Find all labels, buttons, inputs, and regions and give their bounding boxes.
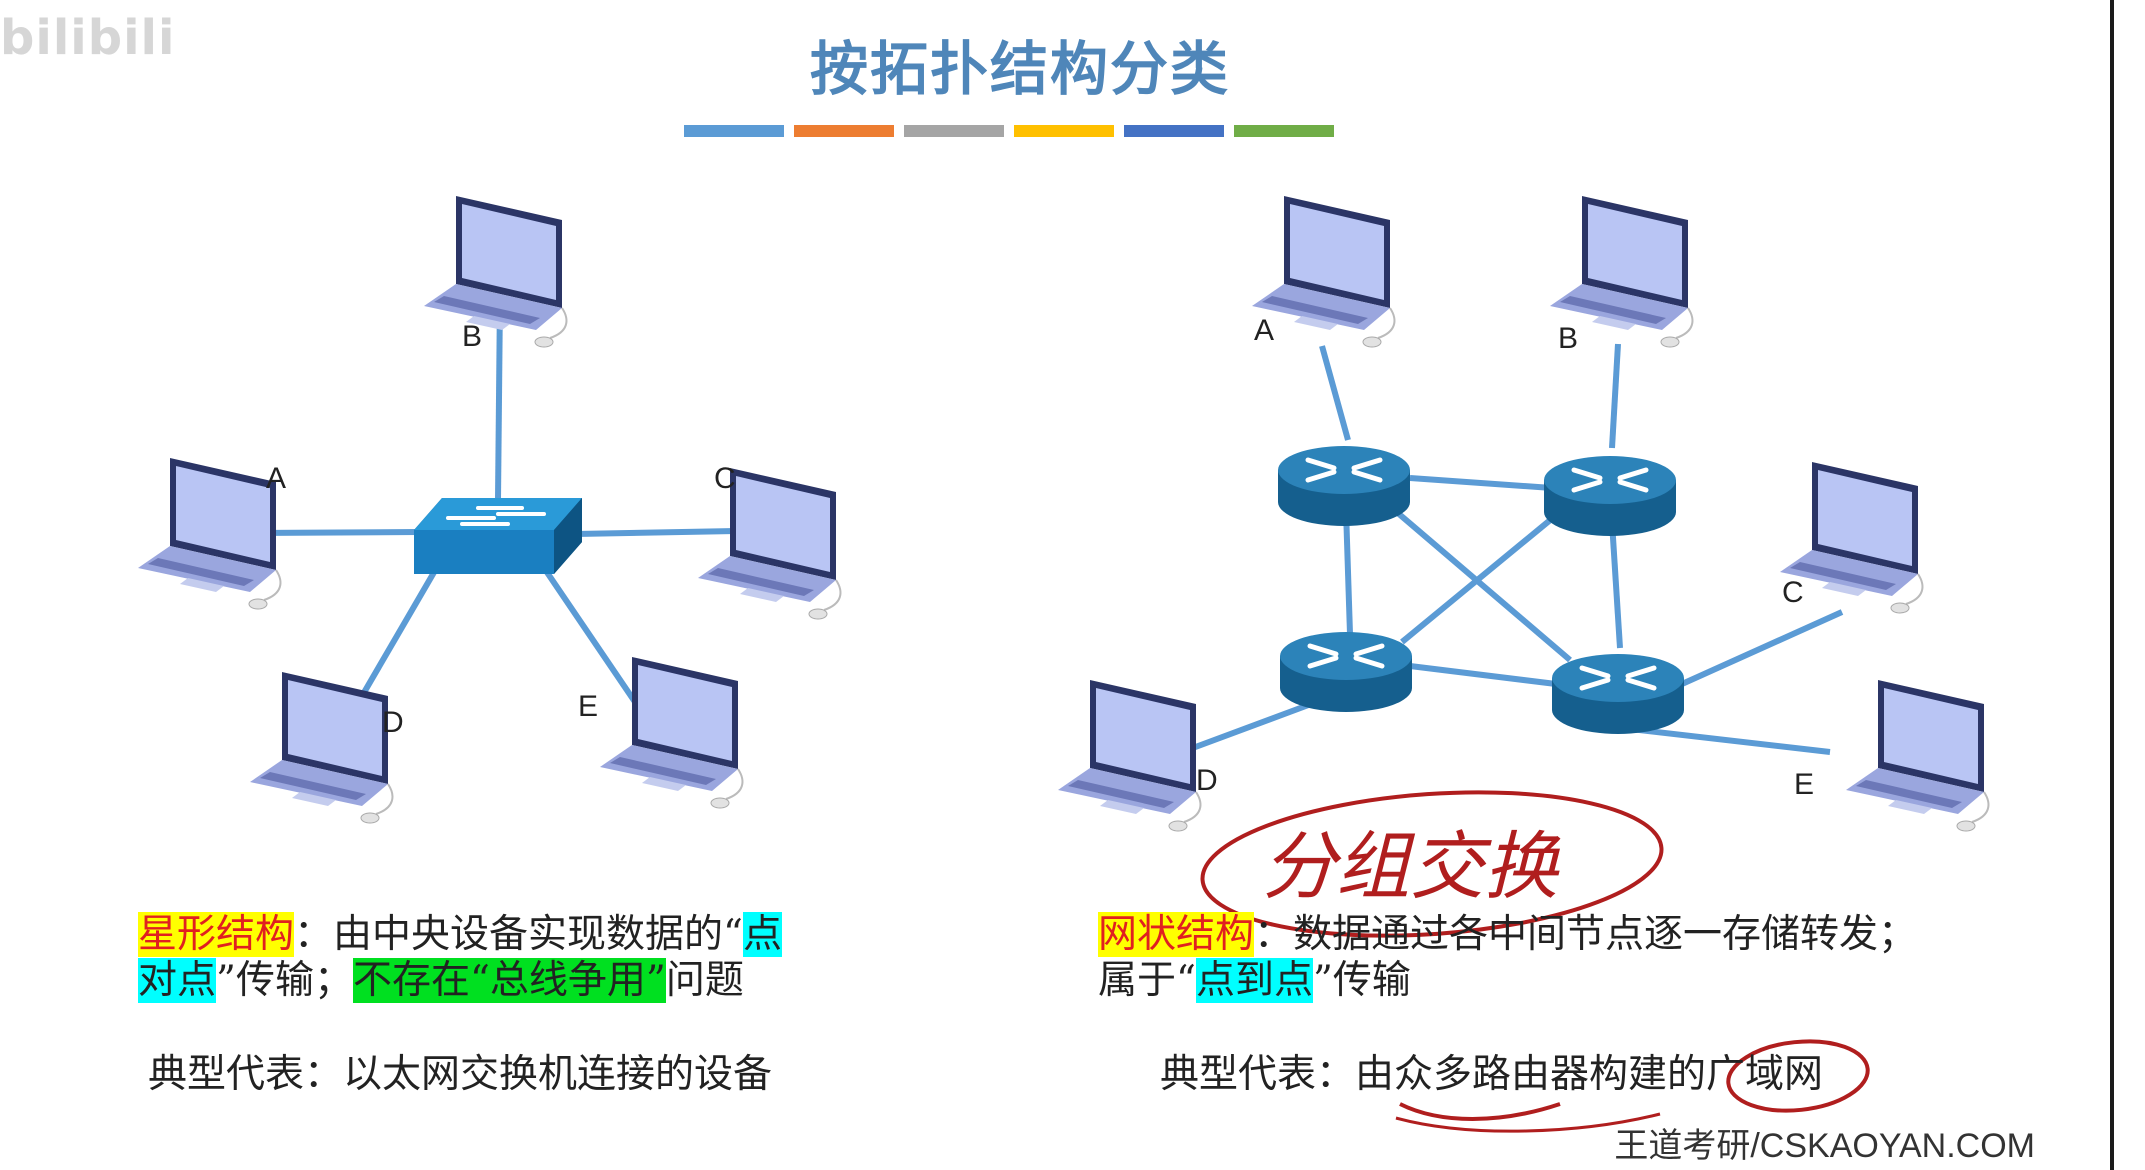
star-label-d: D	[382, 706, 404, 739]
slide-title: 按拓扑结构分类	[809, 35, 1230, 103]
mesh-example: 典型代表：由众多路由器构建的广域网	[1160, 1052, 1824, 1097]
mesh-link-c	[1680, 609, 1844, 687]
mesh-sep: ：	[1254, 912, 1294, 957]
mesh-link-r3-r4	[1409, 663, 1557, 687]
star-hl-no-contention: 不存在“总线争用”	[352, 958, 666, 1003]
underline-routers	[1399, 1102, 1561, 1121]
mesh-link-e	[1621, 725, 1831, 755]
ethernet-switch-icon	[412, 496, 584, 576]
mesh-term: 网状结构	[1098, 912, 1255, 957]
star-description: 星形结构：由中央设备实现数据的“点 对点”传输；不存在“总线争用”问题	[138, 912, 782, 1004]
bilibili-watermark: bilibili	[0, 10, 176, 66]
laptop-b-icon	[423, 195, 568, 348]
star-label-b: B	[462, 320, 482, 353]
mesh-hl-p2p: 点到点	[1195, 958, 1313, 1003]
accent-bar-2	[794, 125, 894, 137]
accent-bar-strip	[684, 125, 1334, 137]
handwritten-note: 分组交换	[1262, 825, 1561, 908]
mesh-topology: A B C D E	[1057, 195, 1990, 832]
star-text3: 问题	[665, 958, 744, 1003]
laptop-d-icon	[249, 671, 394, 824]
router-3-icon	[1280, 632, 1412, 712]
mesh-link-r2-r4	[1609, 521, 1623, 649]
star-hl-point2: 对点	[138, 958, 217, 1003]
circle-wan	[1726, 1039, 1870, 1113]
mesh-description: 网状结构：数据通过各中间节点逐一存储转发； 属于“点到点”传输	[1098, 912, 1917, 1004]
mesh-link-b	[1609, 343, 1621, 449]
mesh-label-c: C	[1782, 576, 1804, 609]
mesh-link-a	[1319, 345, 1351, 441]
router-4-icon	[1552, 654, 1684, 734]
star-label-c: C	[714, 462, 736, 495]
star-link-b	[495, 295, 503, 501]
accent-bar-1	[684, 125, 784, 137]
star-label-e: E	[578, 690, 598, 723]
star-example: 典型代表：以太网交换机连接的设备	[148, 1052, 773, 1097]
note-circle	[1200, 790, 1664, 938]
footer-brand: 王道考研/CSKAOYAN.COM	[1614, 1127, 2035, 1165]
handwritten-annotation: 分组交换	[1200, 790, 1870, 1133]
mesh-text1: 数据通过各中间节点逐一存储转发；	[1293, 912, 1918, 957]
laptop-d-icon	[1057, 679, 1202, 832]
underline-routers-2	[1395, 1112, 1661, 1133]
star-text1: 由中央设备实现数据的“	[333, 912, 743, 957]
mesh-label-e: E	[1794, 768, 1814, 801]
mesh-label-d: D	[1196, 764, 1218, 797]
mesh-link-r2-r3	[1400, 509, 1562, 645]
star-link-d	[352, 560, 443, 710]
accent-bar-6	[1234, 125, 1334, 137]
accent-bar-5	[1124, 125, 1224, 137]
star-hl-point1: 点	[742, 912, 782, 957]
star-sep: ：	[294, 912, 334, 957]
mesh-link-r1-r2	[1409, 475, 1553, 491]
star-text2: ”传输；	[216, 958, 353, 1003]
mesh-link-r1-r4	[1390, 505, 1572, 663]
laptop-a-icon	[137, 457, 282, 610]
mesh-text2-suffix: ”传输	[1312, 958, 1411, 1003]
mesh-label-a: A	[1254, 314, 1274, 347]
star-topology: B A C D E	[137, 195, 842, 824]
mesh-link-r1-r3	[1343, 509, 1353, 635]
star-link-c	[575, 528, 737, 537]
mesh-label-b: B	[1558, 322, 1578, 355]
star-link-a	[249, 529, 421, 536]
star-link-e	[537, 560, 638, 704]
star-term: 星形结构	[138, 912, 295, 957]
accent-bar-3	[904, 125, 1004, 137]
router-1-icon	[1278, 446, 1410, 526]
mesh-text2-prefix: 属于“	[1098, 958, 1196, 1003]
router-2-icon	[1544, 456, 1676, 536]
right-edge-border	[2110, 0, 2114, 1170]
laptop-e-icon	[1845, 679, 1990, 832]
star-label-a: A	[266, 462, 286, 495]
accent-bar-4	[1014, 125, 1114, 137]
